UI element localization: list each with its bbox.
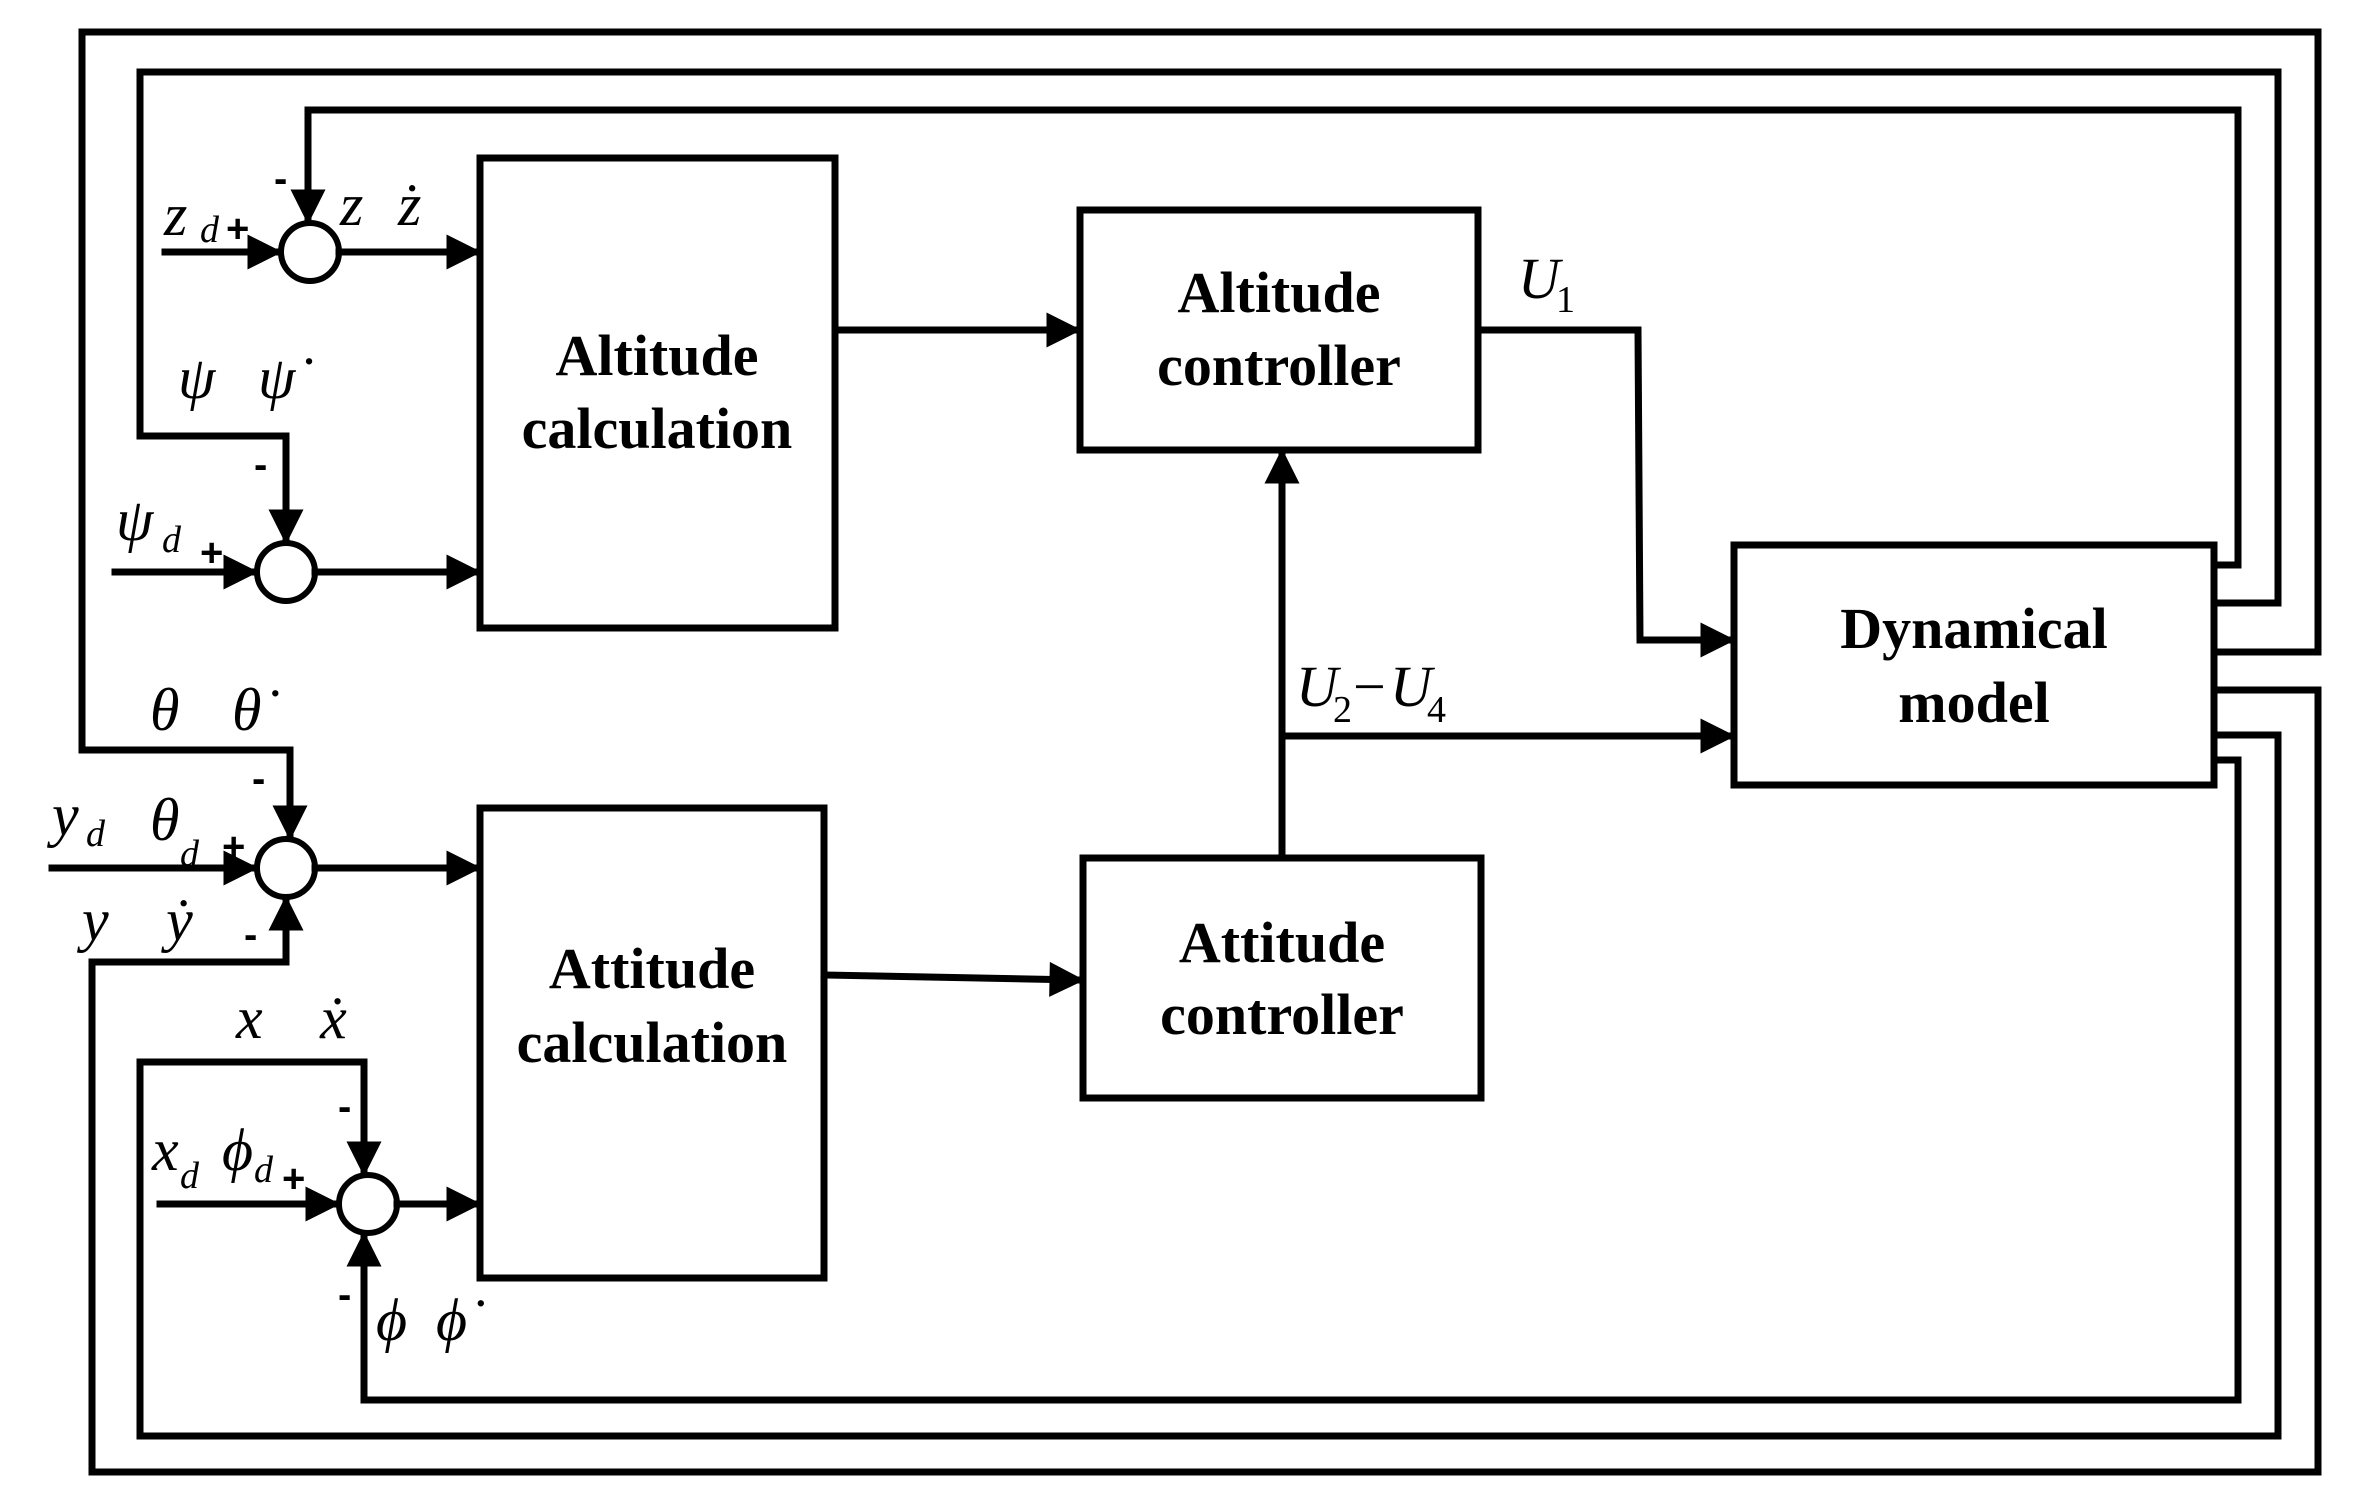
u1-main: U	[1518, 246, 1564, 311]
attitude-calculation-block: Attitude calculation	[476, 804, 828, 1282]
feedback-phi	[346, 756, 2242, 1404]
label-y: y	[76, 887, 109, 953]
u2-u4-label: U 2 − U 4	[1296, 654, 1446, 731]
label-phi-dot: ϕ̇	[436, 1287, 484, 1353]
u2-main: U	[1296, 654, 1342, 719]
feedback-z	[290, 106, 2242, 569]
u1-label: U 1	[1518, 246, 1575, 321]
u4-sub: 4	[1427, 689, 1446, 731]
sign-plus-theta: +	[222, 825, 245, 869]
attitude-calculation-label-2: calculation	[517, 1010, 788, 1075]
attitude-controller-label-1: Attitude	[1179, 910, 1385, 975]
attitude-controller-label-2: controller	[1160, 982, 1404, 1047]
altitude-calculation-label-2: calculation	[522, 396, 793, 461]
sum-junction-y-theta	[254, 836, 318, 900]
ref-z-sub: d	[200, 209, 220, 251]
ref-y-main: y	[46, 782, 79, 848]
ref-x-sub: d	[180, 1155, 200, 1197]
reference-input-arrows	[48, 234, 341, 1222]
label-y-dot: ẏ	[161, 887, 193, 953]
ref-y-sub: d	[86, 813, 106, 855]
ref-x-main: x	[151, 1117, 179, 1183]
dynamical-model-block: Dynamical model	[1730, 541, 2218, 789]
ref-psi-sub: d	[162, 519, 182, 561]
sum-junction-psi	[254, 540, 318, 604]
label-x-dot: ẋ	[319, 985, 347, 1051]
junction-output-arrows	[311, 234, 482, 1222]
attitude-controller-block: Attitude controller	[1079, 854, 1485, 1102]
junction-signs: - + - + - + - - + -	[200, 157, 351, 1317]
dynamical-model-label-2: model	[1898, 670, 2049, 735]
attitude-calculation-label-1: Attitude	[549, 936, 755, 1001]
sign-minus-psi: -	[254, 443, 267, 487]
u4-main: U	[1390, 654, 1436, 719]
feedback-theta	[78, 28, 2322, 841]
label-z: z	[339, 172, 363, 238]
sign-minus-y: -	[244, 913, 257, 957]
label-z-dot: ż	[397, 172, 421, 238]
sign-minus-x: -	[338, 1085, 351, 1129]
forward-connections	[820, 312, 1736, 997]
label-theta-dot: θ̇	[232, 677, 278, 743]
ref-z-main: z	[163, 182, 187, 248]
u2-sub: 2	[1333, 689, 1352, 731]
ref-psi-main: ψ	[116, 487, 155, 553]
label-x: x	[235, 985, 263, 1051]
ref-phi-main: ϕ	[222, 1117, 253, 1183]
u2-u4-dash: −	[1353, 654, 1386, 719]
sign-plus-psi: +	[200, 531, 223, 575]
sign-minus-theta: -	[252, 757, 265, 801]
label-psi-dot: ψ̇	[258, 345, 312, 411]
u1-arrow	[1474, 326, 1736, 658]
altitude-controller-block: Altitude controller	[1076, 206, 1482, 454]
label-psi: ψ	[178, 345, 217, 411]
attcalc-to-attctrl-arrow	[820, 961, 1085, 997]
ref-phi-sub: d	[254, 1149, 274, 1191]
sum-junction-z	[278, 220, 342, 284]
feedback-psi	[136, 68, 2282, 607]
altitude-controller-label-1: Altitude	[1178, 260, 1381, 325]
altitude-calculation-label-1: Altitude	[556, 323, 759, 388]
altitude-controller-label-2: controller	[1157, 333, 1401, 398]
u1-sub: 1	[1556, 279, 1575, 321]
feedback-y	[88, 686, 2322, 1476]
sign-plus-x: +	[282, 1157, 305, 1201]
label-phi: ϕ	[376, 1287, 407, 1353]
sign-minus-z: -	[274, 157, 287, 201]
sum-junction-x-phi	[336, 1172, 400, 1236]
feedback-x	[136, 731, 2282, 1440]
altitude-calculation-block: Altitude calculation	[476, 154, 839, 632]
ref-theta-main: θ	[150, 787, 179, 853]
ref-theta-sub: d	[180, 833, 200, 875]
sign-minus-phi: -	[338, 1273, 351, 1317]
sign-plus-z: +	[226, 207, 249, 251]
dynamical-model-label-1: Dynamical	[1840, 596, 2107, 661]
reference-labels: z d ψ d y d θ d x d ϕ d	[46, 182, 274, 1197]
feedback-lines	[78, 28, 2322, 1476]
label-theta: θ	[150, 677, 179, 743]
